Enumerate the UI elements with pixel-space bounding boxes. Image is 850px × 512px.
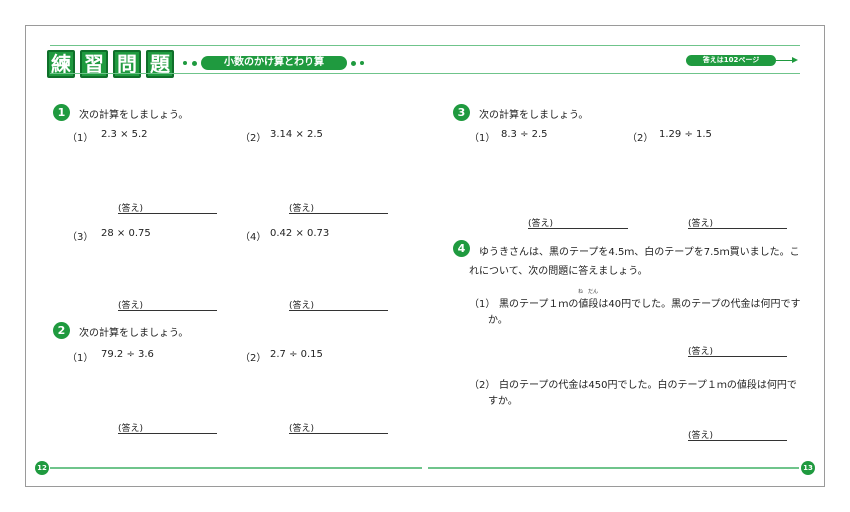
problem-label: （2） bbox=[240, 353, 267, 364]
answer-label: (答え) bbox=[528, 219, 554, 229]
problem-expression: 0.42 × 0.73 bbox=[270, 228, 330, 239]
problem-label: （2） bbox=[469, 380, 496, 391]
problem-label: （1） bbox=[67, 353, 94, 364]
page-number-text: 12 bbox=[37, 464, 47, 472]
section-number-2: 2 bbox=[53, 322, 70, 339]
title-char: 問 bbox=[117, 52, 137, 76]
section-number-text: 2 bbox=[57, 324, 66, 337]
problem-expression: 2.7 ÷ 0.15 bbox=[270, 349, 323, 360]
answer-label: (答え) bbox=[688, 219, 714, 229]
section-number-text: 1 bbox=[57, 106, 66, 119]
answer-label: (答え) bbox=[118, 424, 144, 434]
answer-label: (答え) bbox=[118, 204, 144, 214]
decor-dot bbox=[360, 61, 364, 65]
title-char: 習 bbox=[84, 52, 104, 76]
problem-label: （4） bbox=[240, 232, 267, 243]
title-char: 題 bbox=[150, 52, 170, 76]
decor-dot bbox=[351, 61, 356, 66]
arrow-right-icon bbox=[792, 57, 798, 63]
arrow-shaft bbox=[776, 60, 794, 61]
answer-line[interactable] bbox=[289, 310, 388, 311]
footer-rule-left bbox=[50, 467, 422, 469]
problem-text-line2: すか。 bbox=[488, 396, 518, 407]
problem-label: （3） bbox=[67, 232, 94, 243]
section-2-instruction: 次の計算をしましょう。 bbox=[79, 328, 189, 339]
answer-line[interactable] bbox=[289, 433, 388, 434]
problem-text-line2: か。 bbox=[488, 315, 508, 326]
header-rule-top bbox=[50, 45, 800, 46]
section-4-intro-line2: れについて、次の問題に答えましょう。 bbox=[469, 266, 648, 277]
section-4-intro-line1: ゆうきさんは、黒のテープを4.5ｍ、白のテープを7.5ｍ買いました。こ bbox=[479, 247, 800, 258]
footer-rule-right bbox=[428, 467, 799, 469]
answer-line[interactable] bbox=[118, 213, 217, 214]
decor-dot bbox=[183, 61, 187, 65]
page-number-right: 13 bbox=[801, 461, 815, 475]
section-number-text: 4 bbox=[457, 242, 466, 255]
problem-label: （2） bbox=[240, 133, 267, 144]
furigana-ne: ね bbox=[578, 289, 584, 295]
answer-line[interactable] bbox=[118, 433, 217, 434]
answer-line[interactable] bbox=[688, 228, 787, 229]
problem-label: （1） bbox=[469, 299, 496, 310]
answer-line[interactable] bbox=[688, 440, 787, 441]
workbook-page bbox=[25, 25, 825, 487]
problem-label: （1） bbox=[67, 133, 94, 144]
answer-label: (答え) bbox=[118, 301, 144, 311]
problem-expression: 2.3 × 5.2 bbox=[101, 129, 148, 140]
answer-line[interactable] bbox=[528, 228, 628, 229]
section-number-text: 3 bbox=[457, 106, 466, 119]
problem-expression: 1.29 ÷ 1.5 bbox=[659, 129, 712, 140]
problem-expression: 3.14 × 2.5 bbox=[270, 129, 323, 140]
answer-line[interactable] bbox=[289, 213, 388, 214]
decor-dot bbox=[192, 61, 197, 66]
problem-expression: 8.3 ÷ 2.5 bbox=[501, 129, 548, 140]
section-number-4: 4 bbox=[453, 240, 470, 257]
problem-label: （2） bbox=[627, 133, 654, 144]
problem-expression: 79.2 ÷ 3.6 bbox=[101, 349, 154, 360]
section-1-instruction: 次の計算をしましょう。 bbox=[79, 110, 189, 121]
problem-expression: 28 × 0.75 bbox=[101, 228, 151, 239]
section-number-1: 1 bbox=[53, 104, 70, 121]
answer-line[interactable] bbox=[118, 310, 217, 311]
furigana-dan: だん bbox=[588, 289, 599, 295]
problem-text-line1: 白のテープの代金は450円でした。白のテープ１ｍの値段は何円で bbox=[499, 380, 797, 391]
answer-line[interactable] bbox=[688, 356, 787, 357]
answer-page-text: 答えは102ページ bbox=[702, 56, 760, 64]
answer-label: (答え) bbox=[289, 204, 315, 214]
answer-label: (答え) bbox=[289, 424, 315, 434]
problem-text-line1: 黒のテープ１ｍの値段は40円でした。黒のテープの代金は何円です bbox=[499, 299, 801, 310]
problem-label: （1） bbox=[469, 133, 496, 144]
answer-page-reference[interactable]: 答えは102ページ bbox=[686, 55, 776, 66]
chapter-subtitle-pill: 小数のかけ算とわり算 bbox=[201, 56, 347, 70]
page-number-text: 13 bbox=[803, 464, 813, 472]
page-number-left: 12 bbox=[35, 461, 49, 475]
title-char: 練 bbox=[51, 52, 71, 76]
answer-label: (答え) bbox=[289, 301, 315, 311]
section-3-instruction: 次の計算をしましょう。 bbox=[479, 110, 589, 121]
header-rule-bottom bbox=[50, 73, 800, 74]
answer-label: (答え) bbox=[688, 347, 714, 357]
section-number-3: 3 bbox=[453, 104, 470, 121]
answer-label: (答え) bbox=[688, 431, 714, 441]
chapter-subtitle: 小数のかけ算とわり算 bbox=[224, 57, 324, 68]
